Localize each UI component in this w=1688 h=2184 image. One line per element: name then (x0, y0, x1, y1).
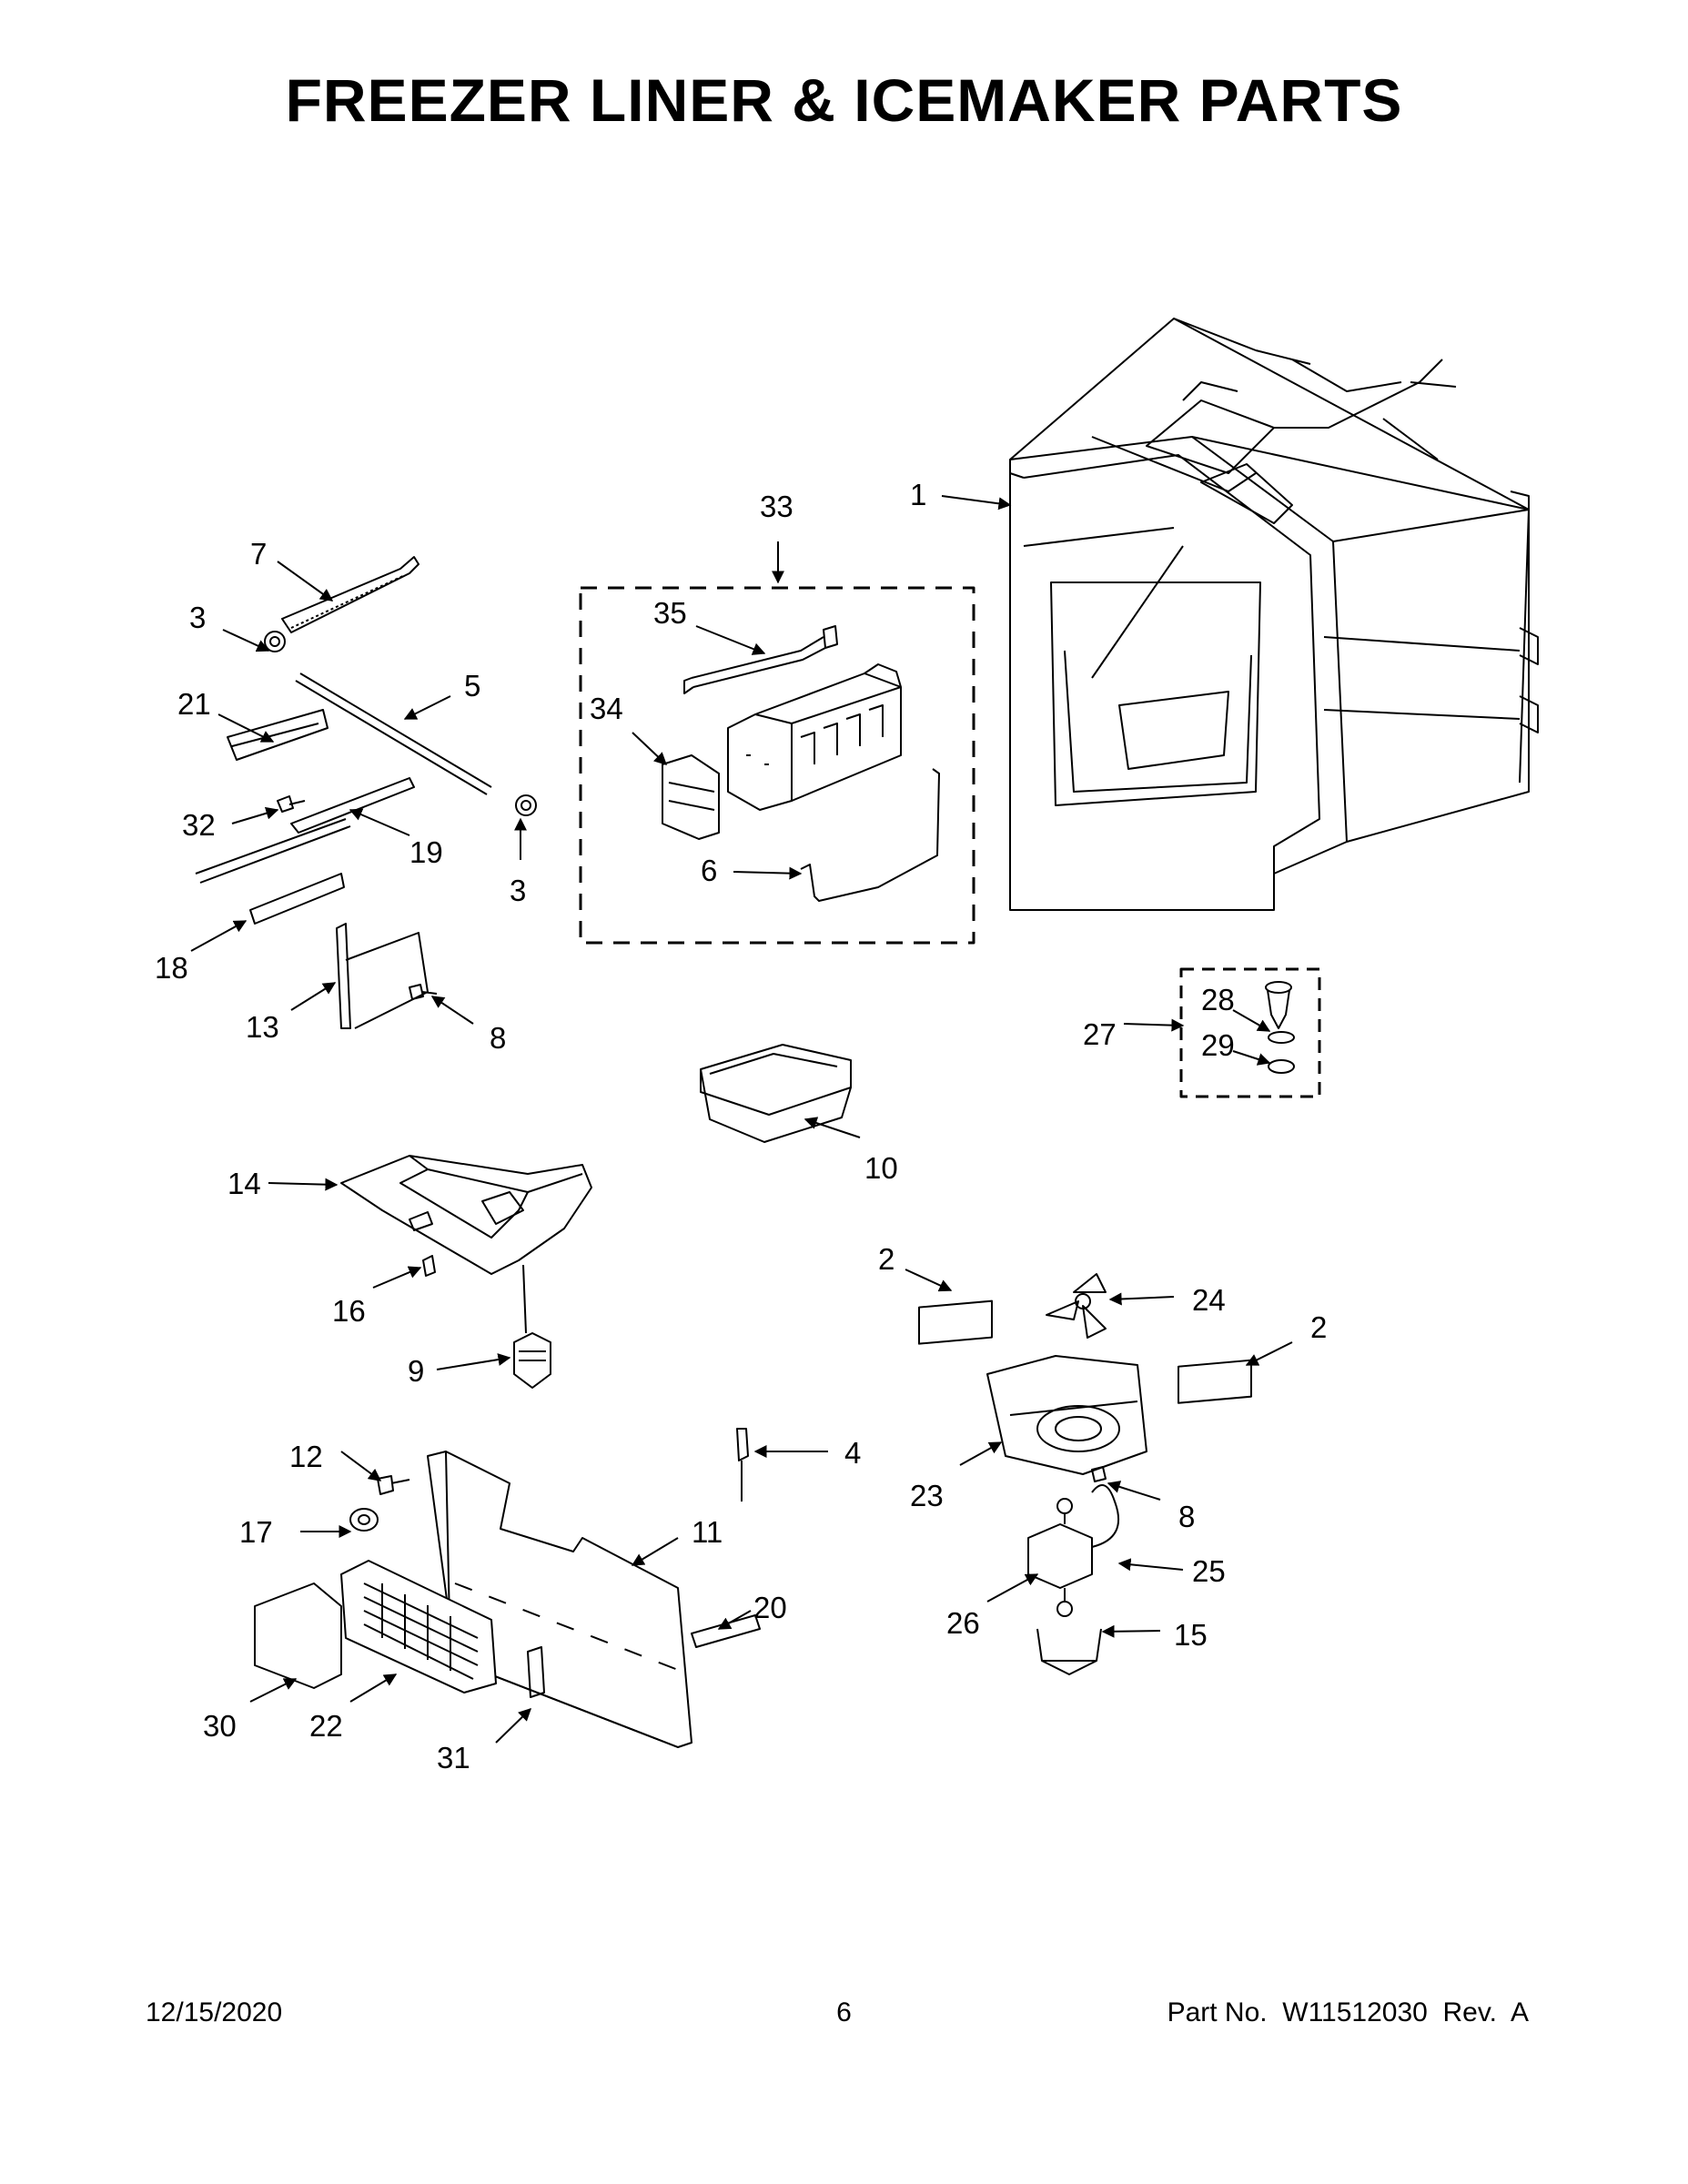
o-ring (1268, 1031, 1295, 1044)
screw-12 (377, 1475, 410, 1495)
fan-motor (1027, 1498, 1093, 1589)
callout-27: 27 (1083, 1017, 1117, 1051)
callout-5: 5 (464, 669, 480, 703)
callout-12: 12 (289, 1440, 323, 1473)
callout-34: 34 (590, 692, 623, 725)
motor-harness (1091, 1484, 1119, 1548)
footer-part-number: Part No. W11512030 Rev. A (1167, 1997, 1529, 2027)
clip-16 (422, 1255, 436, 1277)
icemaker-wire-harness (683, 625, 838, 694)
callout-2-right: 2 (1310, 1310, 1327, 1344)
gear-lower (515, 794, 537, 816)
screw-8-left (409, 984, 438, 1000)
footer-page-number: 6 (836, 1997, 852, 2027)
screw-32 (277, 795, 306, 813)
freezer-liner (1009, 318, 1539, 911)
callout-7: 7 (250, 537, 267, 571)
ice-bin-housing (340, 1155, 592, 1275)
callout-35: 35 (653, 596, 687, 630)
callout-2-left: 2 (878, 1242, 895, 1276)
icemaker-cover (662, 754, 720, 840)
page-title: FREEZER LINER & ICEMAKER PARTS (285, 66, 1403, 134)
callout-3-upper: 3 (189, 601, 206, 634)
slide-rail-18 (249, 873, 345, 925)
callout-33: 33 (760, 490, 793, 523)
callout-25: 25 (1192, 1554, 1226, 1588)
callout-1: 1 (910, 478, 926, 511)
bracket-21 (227, 709, 329, 761)
icemaker-assembly (727, 663, 902, 811)
callout-16: 16 (332, 1294, 366, 1328)
callout-6: 6 (701, 854, 717, 887)
callout-26: 26 (946, 1606, 980, 1640)
callout-23: 23 (910, 1479, 944, 1512)
damper-17 (349, 1508, 379, 1532)
icemaker-kit-outline (579, 586, 975, 945)
callout-4: 4 (844, 1436, 861, 1470)
fan-blade (1046, 1273, 1107, 1339)
callout-31: 31 (437, 1741, 470, 1774)
foam-pad-left (918, 1299, 993, 1345)
valve-kit-outline (1179, 967, 1321, 1098)
auger-motor (513, 1332, 551, 1389)
foam-strip (691, 1614, 761, 1648)
callout-22: 22 (309, 1709, 343, 1743)
callout-17: 17 (239, 1515, 273, 1549)
callout-29: 29 (1201, 1028, 1235, 1062)
callout-21: 21 (177, 687, 211, 721)
light-cover (254, 1582, 342, 1689)
rear-panel (427, 1451, 692, 1748)
callout-8-left: 8 (490, 1021, 506, 1055)
callout-24: 24 (1192, 1283, 1226, 1317)
gear-upper (264, 631, 286, 652)
callout-19: 19 (409, 835, 443, 869)
drawer-rod (295, 672, 492, 795)
thermistor (736, 1428, 749, 1502)
fan-shroud (986, 1355, 1147, 1475)
slide-rail (195, 818, 351, 884)
callout-8-right: 8 (1178, 1500, 1195, 1533)
slide-rail-top (281, 556, 419, 633)
motor-bracket (1036, 1628, 1102, 1675)
callout-3-lower: 3 (510, 874, 526, 907)
callout-10: 10 (864, 1151, 898, 1185)
slide-rail-19 (290, 777, 415, 834)
callout-28: 28 (1201, 983, 1235, 1016)
callout-18: 18 (155, 951, 188, 985)
callout-32: 32 (182, 808, 216, 842)
light-assembly (527, 1646, 545, 1698)
washer (1268, 1059, 1295, 1074)
callout-11: 11 (692, 1515, 723, 1549)
screw-8-right (1091, 1466, 1107, 1482)
callout-14: 14 (227, 1167, 261, 1200)
foam-pad-right (1178, 1359, 1252, 1404)
callout-9: 9 (408, 1354, 424, 1388)
footer-date: 12/15/2020 (146, 1997, 283, 2027)
callout-20: 20 (753, 1591, 787, 1624)
callout-30: 30 (203, 1709, 237, 1743)
air-grille (340, 1560, 497, 1694)
bracket-13 (336, 923, 429, 1029)
ice-bucket (700, 1044, 852, 1143)
water-valve-fitting (1265, 981, 1292, 1029)
shutoff-arm (800, 768, 940, 902)
callout-15: 15 (1174, 1618, 1208, 1652)
callout-13: 13 (246, 1010, 279, 1044)
